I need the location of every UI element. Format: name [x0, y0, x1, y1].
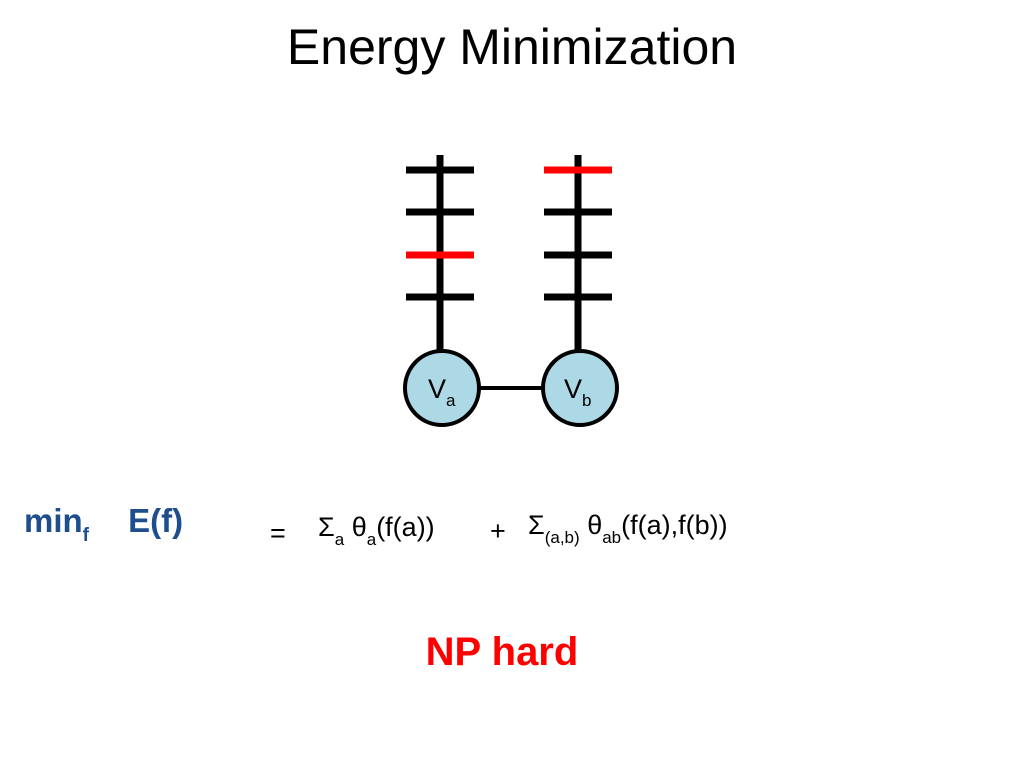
min-operator: min — [24, 502, 83, 539]
unary-sigma: Σ — [318, 512, 335, 542]
min-subscript: f — [82, 525, 89, 546]
plus-sign: + — [490, 516, 506, 546]
node-a-label: Va — [428, 374, 456, 410]
pair-theta-sub: ab — [602, 528, 622, 547]
objective-lhs: minf E(f) — [24, 502, 183, 547]
node-b-label: Vb — [564, 374, 591, 410]
node-a-labels — [406, 166, 474, 301]
unary-sigma-sub: a — [334, 530, 345, 549]
pair-arg: (f(a),f(b)) — [621, 510, 728, 540]
np-hard-label: NP hard — [425, 630, 579, 674]
pair-theta: θ — [587, 510, 603, 540]
unary-theta-sub: a — [366, 530, 377, 549]
node-b-subscript: b — [582, 391, 591, 410]
equals-sign: = — [270, 518, 286, 548]
pair-sigma: Σ — [528, 510, 545, 540]
pairwise-term: Σ(a,b) θab(f(a),f(b)) — [528, 510, 728, 548]
node-a-subscript: a — [446, 391, 456, 410]
pair-sigma-sub: (a,b) — [544, 528, 580, 547]
slide-title: Energy Minimization — [286, 19, 738, 75]
unary-term: Σa θa(f(a)) — [318, 512, 435, 550]
energy-function: E(f) — [128, 502, 184, 539]
unary-arg: (f(a)) — [376, 512, 435, 542]
node-b-circle — [541, 349, 619, 427]
unary-theta: θ — [351, 512, 367, 542]
node-b-labels — [544, 166, 612, 301]
node-a-circle — [403, 349, 481, 427]
